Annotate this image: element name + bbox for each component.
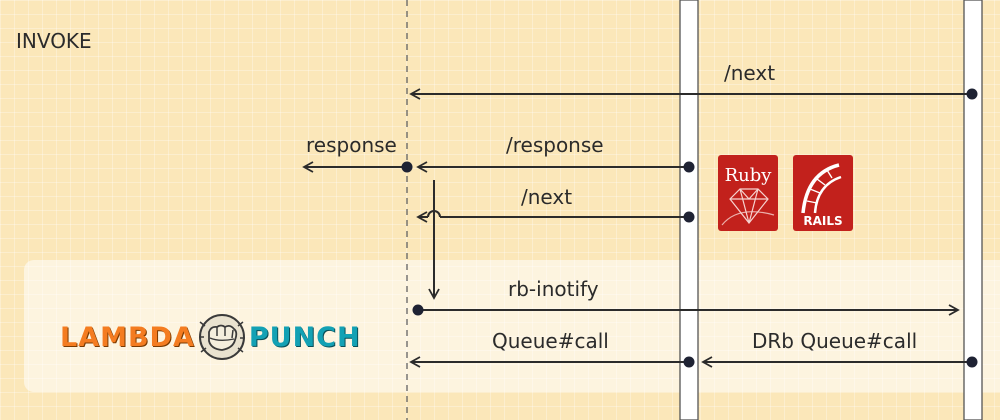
arrow-queue-call — [409, 356, 695, 368]
ruby-gem-icon — [721, 188, 775, 226]
rails-logo: RAILS — [793, 155, 853, 231]
arrow-response-in — [416, 161, 695, 173]
fist-icon — [198, 314, 245, 360]
lifeline-app-bar — [679, 0, 699, 420]
rails-track-icon — [801, 163, 842, 214]
ruby-logo-text: Ruby — [725, 165, 773, 186]
label-next-mid: /next — [521, 185, 573, 209]
arrow-rb-inotify — [412, 304, 960, 316]
arrow-next-top — [409, 88, 978, 100]
arrow-response-out — [302, 161, 413, 173]
lambda-punch-logo: LAMBDA PUNCH — [60, 312, 361, 362]
label-response-out: response — [306, 133, 397, 157]
rails-logo-text: RAILS — [803, 214, 842, 228]
label-response-in: /response — [506, 133, 604, 157]
label-queue-call: Queue#call — [492, 329, 609, 353]
lifeline-runtime-bar — [963, 0, 983, 420]
arrow-next-mid — [416, 210, 695, 223]
label-rb-inotify: rb-inotify — [508, 277, 599, 301]
arrow-drb-queue-call — [701, 356, 978, 368]
ruby-logo: Ruby — [718, 155, 778, 231]
lambda-punch-panel — [24, 260, 1000, 392]
logo-word-lambda: LAMBDA — [60, 321, 195, 353]
label-drb-queue-call: DRb Queue#call — [752, 329, 918, 353]
section-title: INVOKE — [16, 29, 92, 53]
logo-word-punch: PUNCH — [248, 321, 361, 353]
label-next-top: /next — [724, 61, 776, 85]
